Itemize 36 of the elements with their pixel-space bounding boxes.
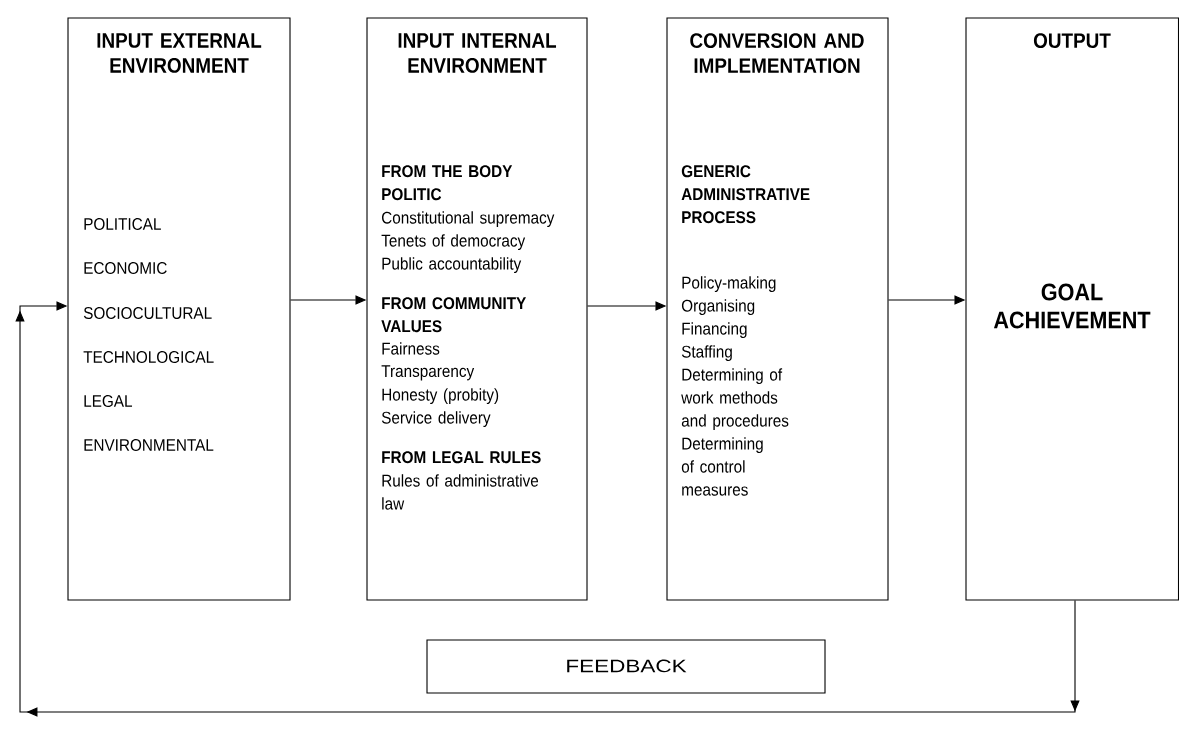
list-item: TECHNOLOGICAL [83, 351, 214, 363]
feedback-label: FEEDBACK [567, 659, 687, 673]
list-item: Staffing [681, 345, 732, 362]
list-item: Determining of work methods and procedures [681, 368, 789, 431]
box-heading: CONVERSION AND IMPLEMENTATION [690, 33, 864, 74]
box-heading: INPUT INTERNAL ENVIRONMENT [398, 33, 557, 73]
section-heading: FROM LEGAL RULES [382, 451, 541, 464]
section-heading: GENERIC ADMINISTRATIVE PROCESS [681, 165, 810, 224]
box-heading: OUTPUT [1033, 33, 1111, 49]
list-item: Organising [681, 299, 755, 316]
list-item: Rules of administrative law [382, 474, 539, 510]
list-item: ECONOMIC [84, 262, 167, 274]
list-item: Financing [682, 322, 747, 339]
section-heading: FROM THE BODY POLITIC [382, 165, 513, 201]
list-item: LEGAL [84, 394, 132, 407]
list-item: Constitutional supremacy [382, 211, 555, 228]
feedback-box [426, 639, 826, 694]
list-item: Determining of control measures [681, 437, 763, 496]
list-item: Public accountability [382, 257, 522, 274]
list-item: Transparency [381, 365, 475, 381]
stage-box [965, 17, 1179, 601]
box-heading: INPUT EXTERNAL ENVIRONMENT [97, 33, 262, 73]
stage-box [366, 17, 588, 601]
list-item: SOCIOCULTURAL [83, 307, 212, 319]
list-item: Service delivery [381, 411, 491, 428]
section-heading: FROM COMMUNITY VALUES [381, 297, 526, 333]
list-item: ENVIRONMENTAL [84, 438, 214, 451]
list-item: Honesty (probity) [382, 388, 499, 405]
list-item: POLITICAL [84, 218, 161, 230]
list-item: Policy-making [682, 276, 776, 293]
feedback-arrow [15, 301, 1080, 717]
list-item: Tenets of democracy [381, 234, 526, 251]
stage-box [67, 17, 291, 601]
goal-text: GOAL ACHIEVEMENT [993, 283, 1151, 329]
stage-box [666, 17, 889, 601]
list-item: Fairness [382, 342, 440, 355]
